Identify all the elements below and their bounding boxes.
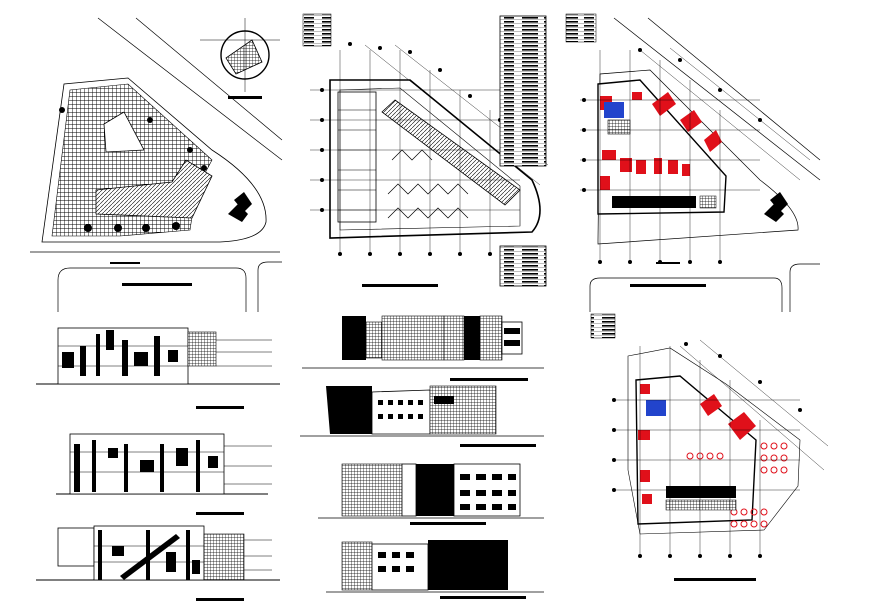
section-c: [36, 525, 280, 601]
first-floor-plan: [565, 13, 821, 312]
elevation-1: [302, 315, 544, 381]
site-plan: [30, 17, 283, 312]
section-a: [36, 327, 280, 409]
elevation-3: [318, 463, 544, 525]
section-b: [56, 433, 272, 515]
ground-floor-plan: [302, 13, 549, 287]
elevation-2: [300, 385, 544, 447]
elevation-4: [326, 540, 544, 599]
second-floor-plan: [590, 313, 829, 581]
